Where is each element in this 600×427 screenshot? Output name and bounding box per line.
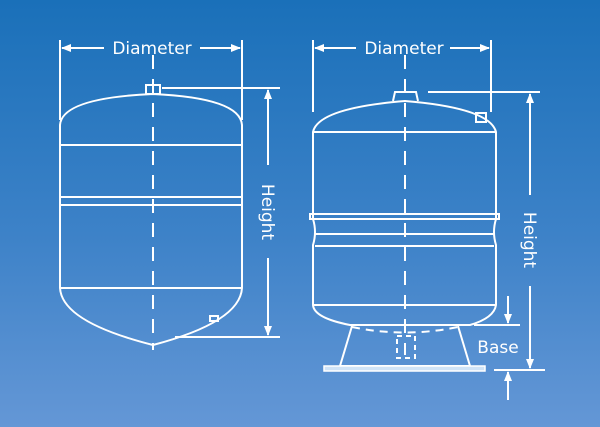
left-height-label: Height: [257, 184, 277, 241]
right-tank: Diameter Height Base: [309, 39, 545, 400]
left-tank-body: [59, 92, 243, 347]
left-diameter-label: Diameter: [112, 39, 191, 59]
right-diameter-label: Diameter: [364, 39, 443, 59]
right-tank-body: [312, 99, 497, 326]
left-tank: Diameter Height: [59, 39, 280, 350]
right-height-label: Height: [519, 212, 539, 269]
right-base-plate: [323, 365, 486, 372]
base-label: Base: [477, 338, 518, 358]
